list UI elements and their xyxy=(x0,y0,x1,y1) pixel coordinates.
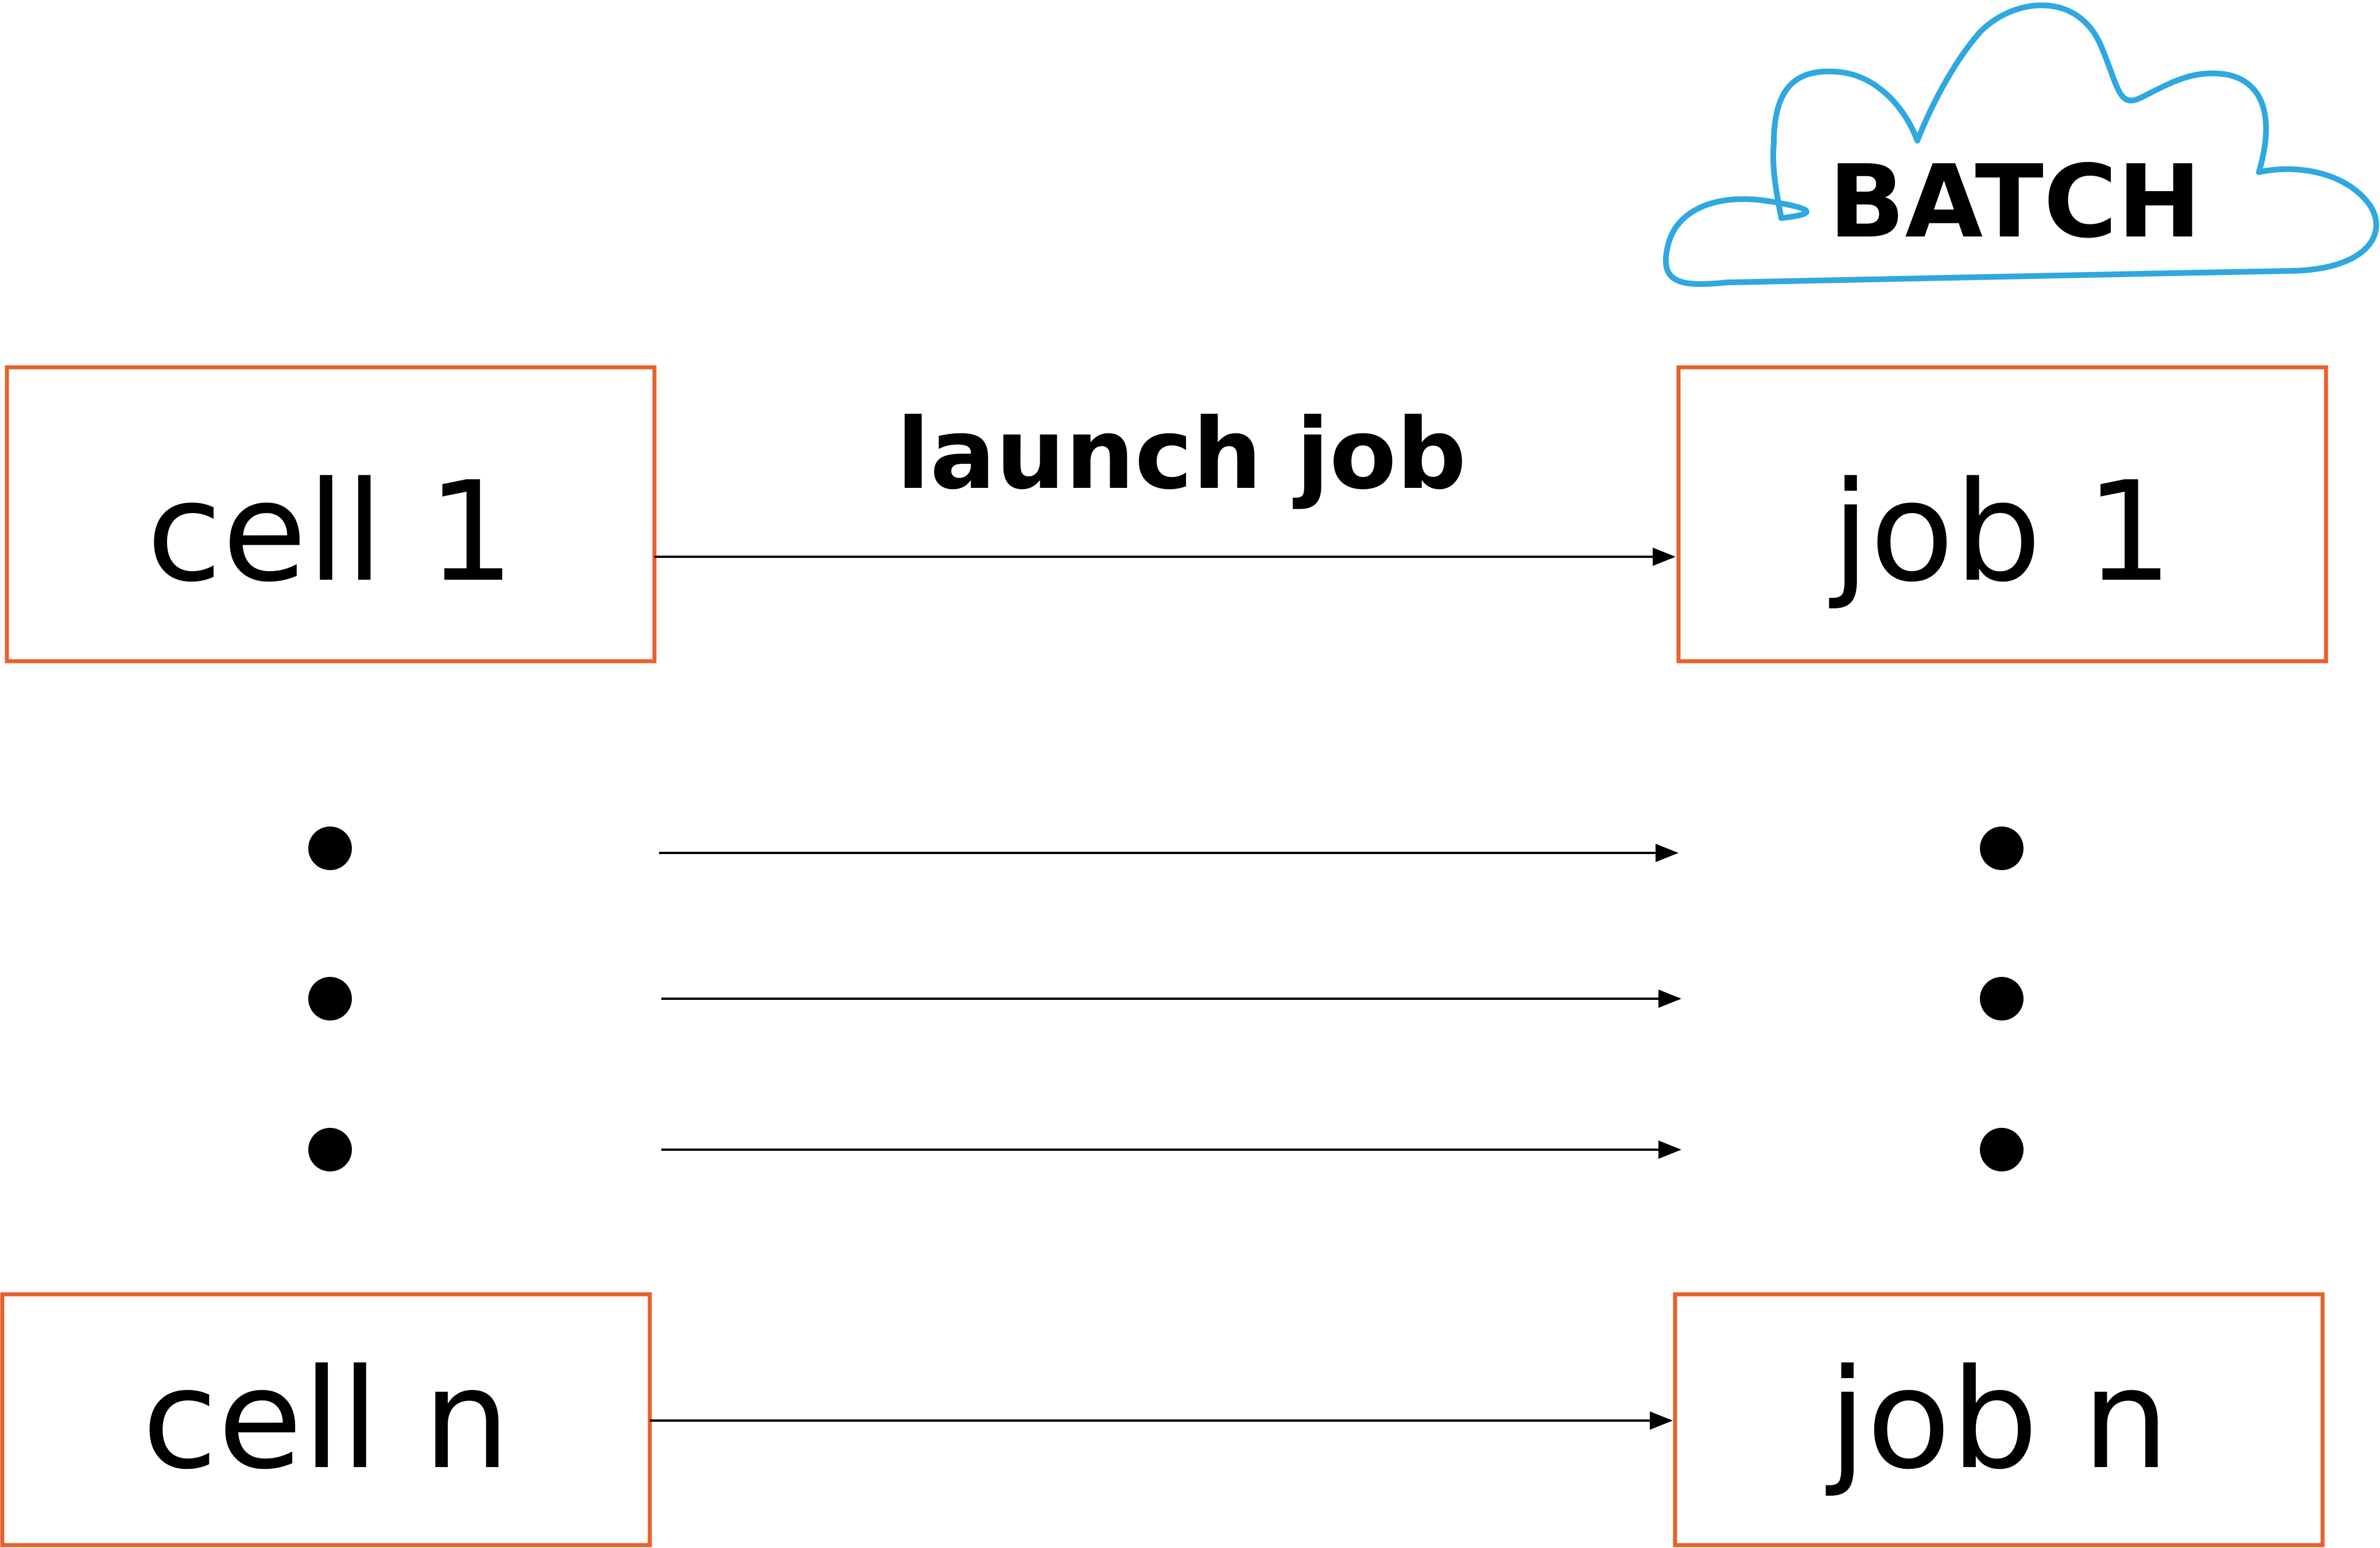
cell-box-first: cell 1 xyxy=(5,365,657,664)
ellipsis-dot xyxy=(1980,977,2024,1021)
edge-label: launch job xyxy=(897,398,1467,511)
ellipsis-dot xyxy=(1980,1128,2024,1171)
ellipsis-dot xyxy=(308,977,352,1021)
cell-label-first: cell 1 xyxy=(146,452,515,612)
cell-ellipsis xyxy=(308,827,352,1171)
job-box-first-border xyxy=(1676,365,2328,664)
cell-box-last-border xyxy=(0,1292,652,1547)
batch-cloud: BATCH xyxy=(1662,2,2379,287)
job-label-first: job 1 xyxy=(1829,452,2173,612)
job-box-first: job 1 xyxy=(1676,365,2328,664)
cloud-label: BATCH xyxy=(1828,144,2201,261)
job-box-last: job n xyxy=(1673,1292,2325,1547)
cloud-outline xyxy=(1662,2,2379,287)
cell-box-first-border xyxy=(5,365,657,664)
job-ellipsis xyxy=(1980,827,2024,1171)
job-label-last: job n xyxy=(1825,1339,2169,1500)
ellipsis-dot xyxy=(1980,827,2024,870)
cell-label-last: cell n xyxy=(142,1339,510,1500)
ellipsis-dot xyxy=(308,827,352,870)
cell-box-last: cell n xyxy=(0,1292,652,1547)
job-box-last-border xyxy=(1673,1292,2325,1547)
ellipsis-dot xyxy=(308,1128,352,1171)
